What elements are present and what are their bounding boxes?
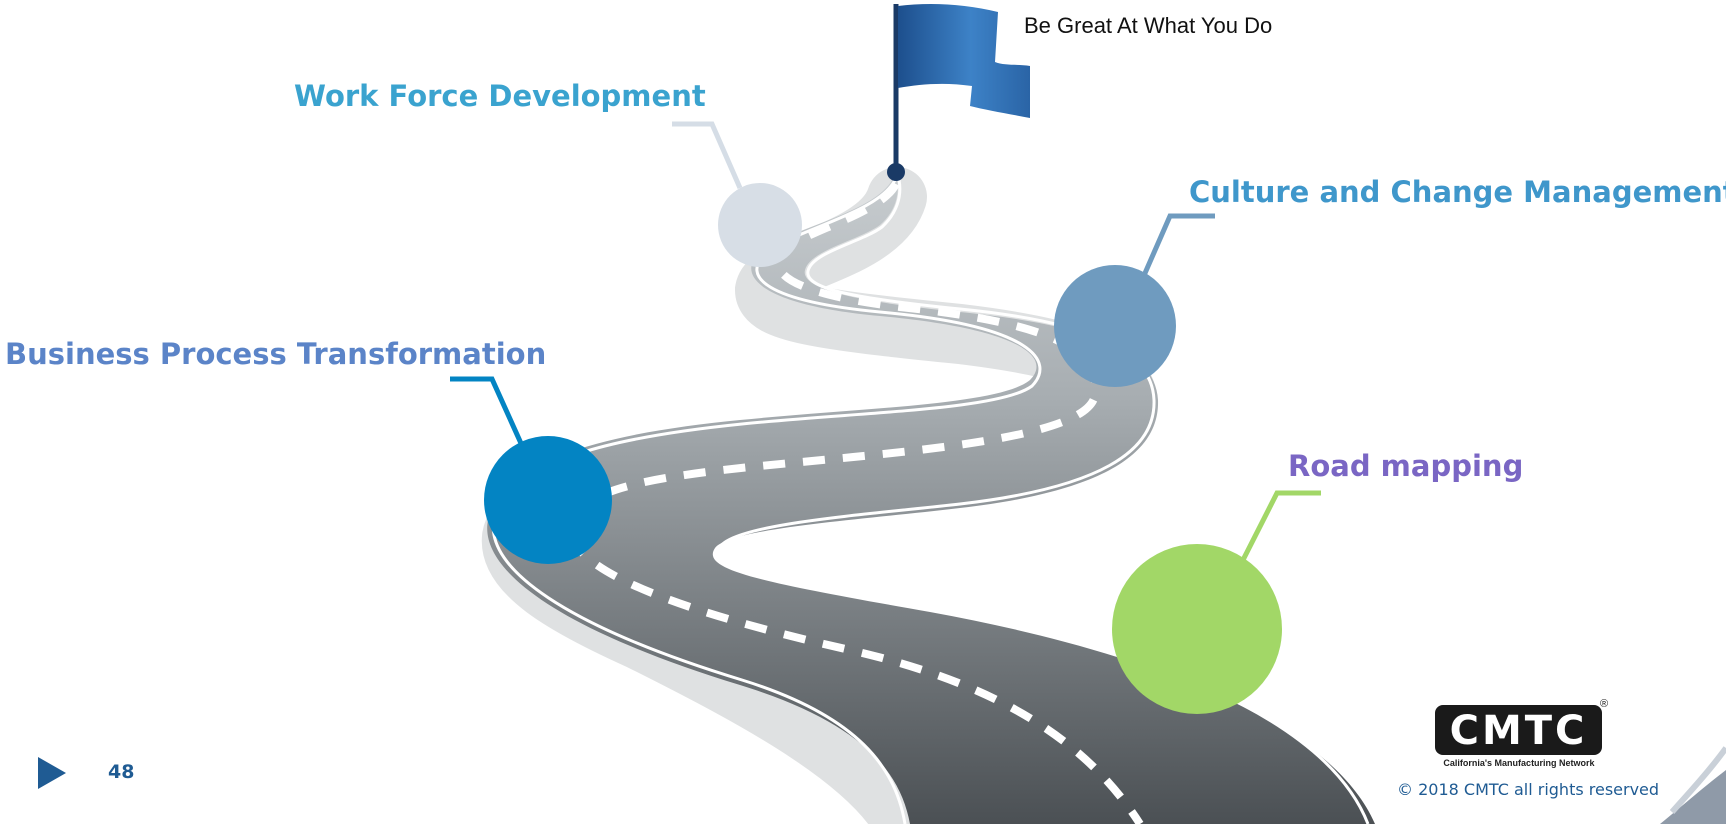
road-edge-line-right	[717, 179, 1370, 824]
corner-swoosh	[1660, 770, 1726, 824]
milestone-label-workforce: Work Force Development	[294, 79, 706, 113]
logo-wordmark: CMTC	[1449, 708, 1588, 754]
goal-text: Be Great At What You Do	[1024, 13, 1273, 38]
play-icon	[38, 757, 66, 789]
leader-line-roadmapping	[1240, 490, 1321, 562]
leader-line-business	[450, 376, 527, 452]
copyright-text: © 2018 CMTC all rights reserved	[1397, 780, 1660, 799]
corner-swoosh-highlight	[1669, 746, 1726, 815]
milestone-circle-roadmapping	[1112, 544, 1282, 714]
logo-tagline: California's Manufacturing Network	[1443, 758, 1595, 768]
milestone-circle-workforce	[718, 183, 802, 267]
flag-icon	[898, 4, 1030, 118]
page-number: 48	[108, 761, 135, 783]
road-center-dashes	[567, 181, 1144, 824]
flag-pole-base	[887, 163, 905, 181]
road-surface	[487, 178, 1375, 824]
milestone-label-business: Business Process Transformation	[5, 337, 547, 371]
milestone-label-roadmapping: Road mapping	[1288, 449, 1524, 483]
milestone-circle-business	[484, 436, 612, 564]
milestone-label-culture: Culture and Change Management	[1189, 175, 1726, 209]
leader-line-workforce	[672, 121, 743, 190]
logo-badge	[1435, 705, 1602, 755]
road-edge-line-left	[491, 179, 1042, 824]
leader-line-culture	[1139, 213, 1215, 282]
milestone-circle-culture	[1054, 265, 1176, 387]
registered-mark: ®	[1600, 698, 1609, 710]
cmtc-logo: CMTC ® California's Manufacturing Networ…	[1435, 698, 1608, 770]
